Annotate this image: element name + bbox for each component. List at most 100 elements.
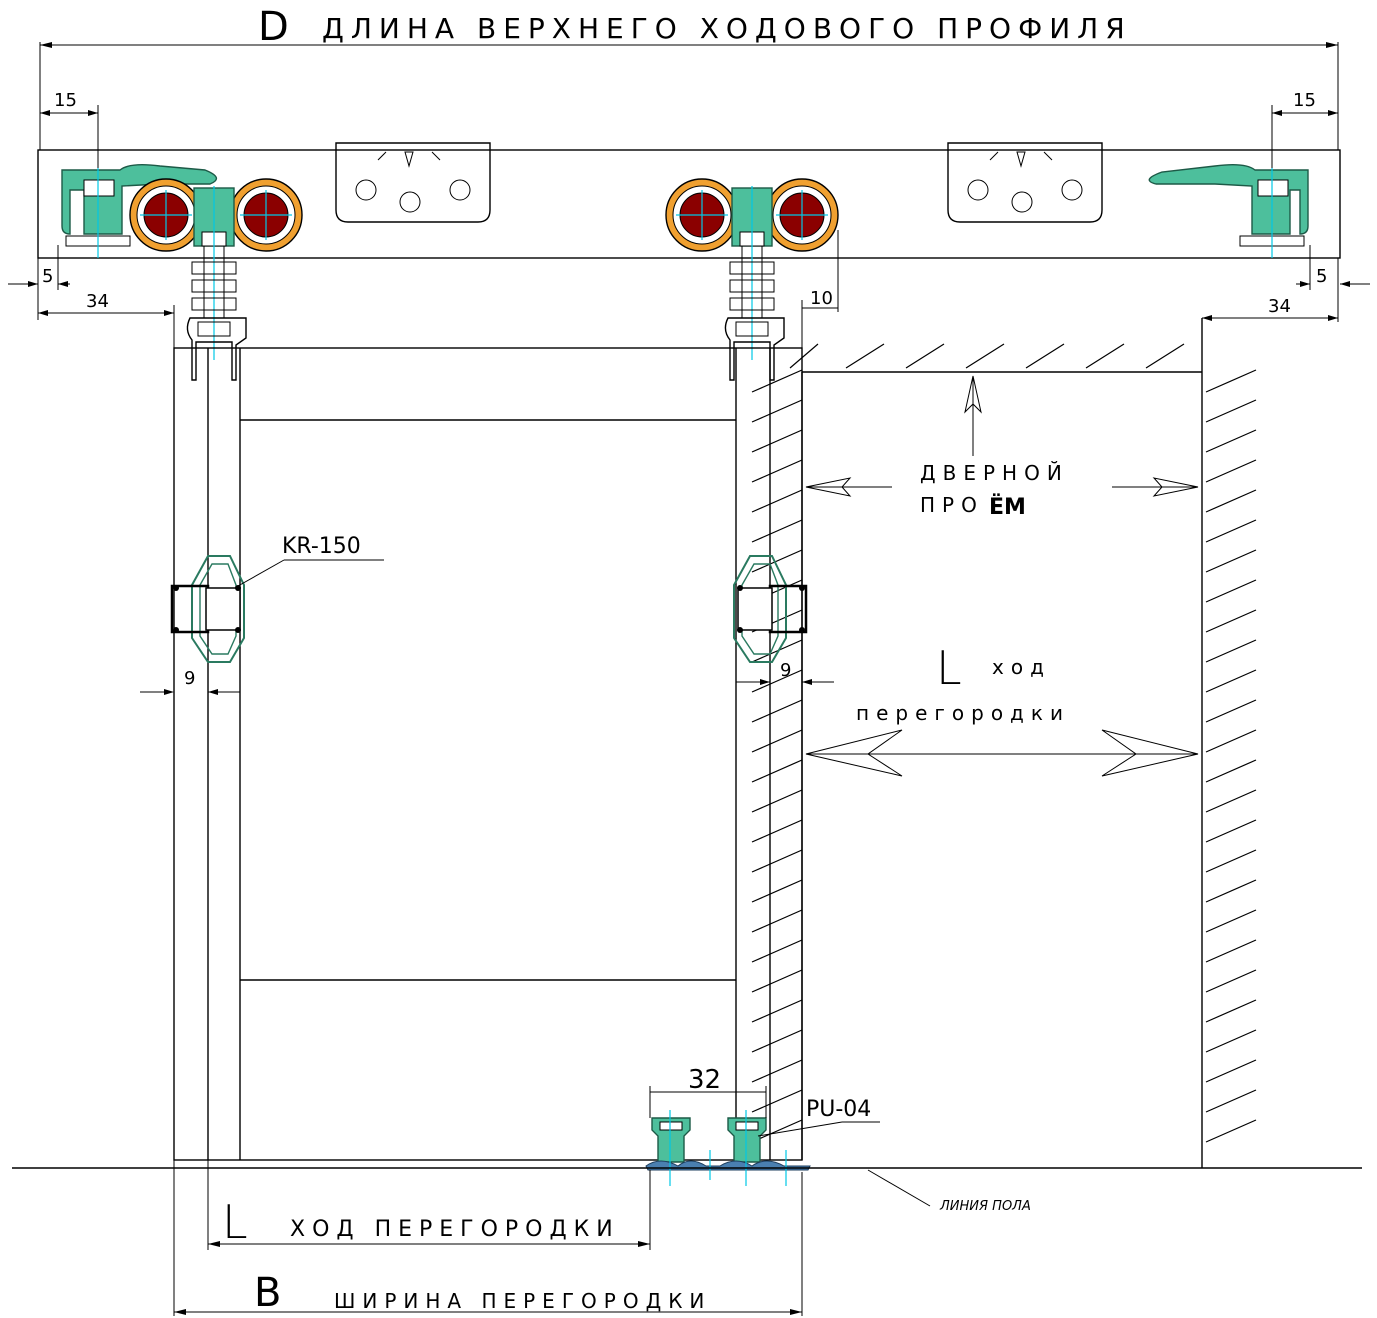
dimension-10 — [801, 230, 839, 350]
hatch-line — [751, 999, 803, 1023]
hatch-line — [1205, 909, 1257, 933]
label-travel-letter: L — [936, 641, 962, 695]
hatch-line — [1205, 699, 1257, 723]
dimension-5-left — [8, 245, 70, 290]
hatch-line — [1205, 579, 1257, 603]
pu04-leader — [757, 1121, 843, 1137]
label-width-text: ШИРИНА ПЕРЕГОРОДКИ — [334, 1289, 711, 1313]
hatch-line — [1205, 459, 1257, 483]
hatch-line — [1205, 879, 1257, 903]
label-travel-2: перегородки — [856, 701, 1070, 725]
dim-9-right-label: 9 — [780, 660, 791, 681]
dimension-32 — [649, 1086, 767, 1118]
hatch-line — [1205, 789, 1257, 813]
dimension-b-width — [173, 1160, 803, 1316]
dim-32-label: 32 — [688, 1065, 721, 1095]
dim-34-left-label: 34 — [86, 291, 109, 312]
hatch-line — [1205, 429, 1257, 453]
hatch-line — [1205, 639, 1257, 663]
opening-height-arrow — [964, 375, 982, 456]
hatch-line — [751, 1029, 803, 1053]
mounting-bracket-right — [947, 142, 1103, 223]
hatch-line — [751, 549, 803, 573]
hatch-line — [1205, 759, 1257, 783]
hatch-line — [1205, 1059, 1257, 1083]
dim-5-left-label: 5 — [42, 266, 53, 287]
dimension-34-left — [37, 258, 175, 348]
hatch-line — [751, 369, 803, 393]
label-door-opening-2a: ПРО — [920, 493, 984, 517]
hatch-line — [751, 849, 803, 873]
hatch-line — [1205, 1089, 1257, 1113]
hatch-line — [751, 639, 803, 663]
mounting-bracket-left — [335, 142, 491, 223]
connector-kr150-left — [170, 555, 245, 663]
dimension-15-right — [1271, 105, 1338, 170]
hatch-line — [751, 909, 803, 933]
dim-34-right-label: 34 — [1268, 296, 1291, 317]
hatch-line — [751, 879, 803, 903]
top-running-profile — [37, 149, 1341, 259]
roller-carriage-left — [129, 178, 303, 360]
dim-15-right-label: 15 — [1293, 90, 1316, 111]
hatch-line — [751, 489, 803, 513]
label-pu04: PU-04 — [806, 1097, 871, 1122]
floor-leader — [867, 1169, 931, 1207]
label-door-opening-1: ДВЕРНОЙ — [920, 461, 1069, 485]
dim-10-label: 10 — [810, 288, 833, 309]
dimension-bottom-travel — [207, 1160, 651, 1250]
hatch-line — [751, 399, 803, 423]
dimension-5-right — [1296, 245, 1370, 290]
hatch-line — [1205, 819, 1257, 843]
hatch-line — [1205, 849, 1257, 873]
label-width-letter: B — [254, 1270, 281, 1316]
dim-5-right-label: 5 — [1316, 266, 1327, 287]
title-letter-d: D — [258, 4, 289, 50]
hatch-line — [1205, 1029, 1257, 1053]
hanger-bolt-right — [724, 246, 785, 381]
hatch-line — [1205, 999, 1257, 1023]
label-bottom-travel: ХОД ПЕРЕГОРОДКИ — [290, 1217, 620, 1242]
dim-9-left-label: 9 — [184, 668, 195, 689]
hatch-line — [751, 789, 803, 813]
kr150-leader — [237, 559, 285, 587]
hatch-line — [751, 819, 803, 843]
hatch-line — [751, 759, 803, 783]
hatch-line — [1205, 1119, 1257, 1143]
dimension-34-right — [1202, 258, 1339, 322]
dim-15-left-label: 15 — [54, 90, 77, 111]
hatch-line — [751, 939, 803, 963]
hatch-line — [1205, 399, 1257, 423]
travel-arrows — [805, 729, 1199, 777]
title-text: ДЛИНА ВЕРХНЕГО ХОДОВОГО ПРОФИЛЯ — [322, 12, 1132, 45]
hatch-line — [751, 669, 803, 693]
hatch-line — [751, 1059, 803, 1083]
hatch-line — [751, 429, 803, 453]
hatch-line — [751, 969, 803, 993]
hanger-bolt-left — [186, 246, 247, 381]
wall-hatching — [751, 318, 1257, 1168]
end-stop-right — [1148, 163, 1309, 258]
hatch-line — [1205, 369, 1257, 393]
roller-carriage-right — [665, 178, 839, 360]
hatch-line — [751, 699, 803, 723]
dimension-9-left — [140, 689, 240, 695]
hatch-line — [1205, 729, 1257, 753]
label-door-opening-2b: ЁМ — [989, 494, 1026, 520]
partition-panel — [173, 347, 803, 1161]
hatch-line — [1205, 519, 1257, 543]
hatch-line — [751, 459, 803, 483]
label-floor-line: ЛИНИЯ ПОЛА — [939, 1199, 1031, 1214]
hatch-line — [751, 729, 803, 753]
label-travel-1: ход — [992, 655, 1051, 679]
dimension-15-left — [40, 105, 99, 170]
floor-guide-pu04 — [645, 1110, 811, 1186]
hatch-line — [1205, 489, 1257, 513]
dimension-d-total-length — [39, 42, 1339, 150]
label-bottom-travel-letter: L — [222, 1195, 248, 1249]
dimension-9-right — [736, 679, 834, 685]
hatch-line — [751, 519, 803, 543]
opening-width-arrows — [805, 477, 1199, 497]
connector-kr150-right — [733, 555, 808, 663]
